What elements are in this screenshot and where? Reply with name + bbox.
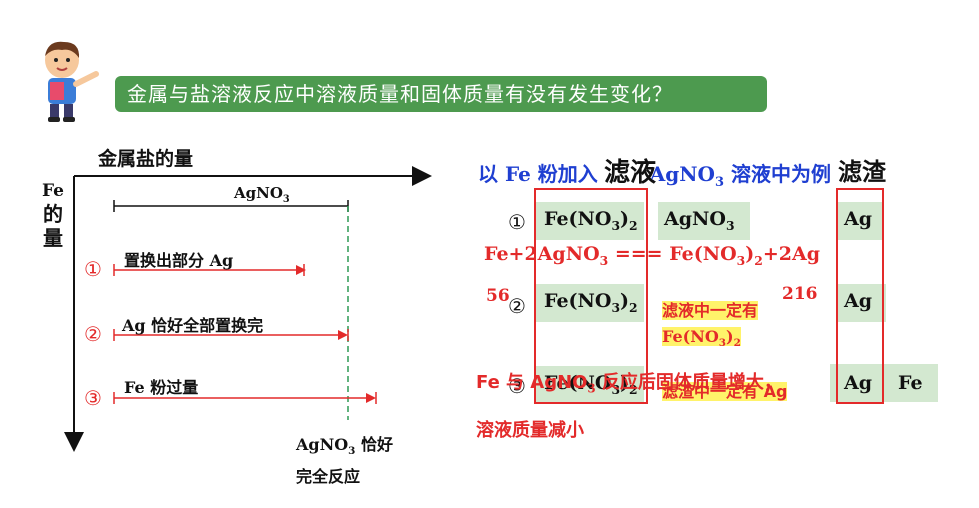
row2-number: ② [508, 294, 526, 318]
complete-reaction-note: AgNO3 恰好 完全反应 [296, 435, 393, 487]
column-header-residue: 滤渣 [838, 158, 886, 186]
y-axis-label: Fe 的 量 [42, 181, 64, 250]
row1-residue-cell [838, 202, 882, 240]
row3-filtrate-fe-no3: Fe(NO3)2 [544, 372, 638, 397]
row2-arrow [113, 329, 349, 341]
row2-filtrate-cell [536, 284, 644, 322]
agno3-range-label: AgNO3 [234, 184, 290, 205]
residue-column-box [836, 188, 884, 404]
row2-marker: ② [84, 322, 102, 346]
row3-label: Fe 粉过量 [124, 378, 199, 397]
row3-residue-fe: Fe [898, 372, 923, 394]
mass-56: 56 [486, 286, 510, 306]
row1-marker: ① [84, 257, 102, 281]
x-axis-label: 金属盐的量 [98, 148, 194, 170]
row3-marker: ③ [84, 386, 102, 410]
row3-arrow [113, 392, 377, 404]
residue-note: 滤渣中一定有 Ag [662, 382, 788, 401]
row1-filtrate-fe-no3: Fe(NO3)2 [544, 208, 638, 233]
reaction-equation: Fe+2AgNO3 === Fe(NO3)2+2Ag [484, 243, 821, 268]
row1-filtrate-agno3: AgNO3 [664, 208, 735, 233]
row1-arrow [113, 264, 306, 276]
conclusion-text: Fe 与 AgNO3 反应后固体质量增大， 溶液质量减小 [476, 372, 782, 441]
row1-label: 置换出部分 Ag [124, 251, 234, 270]
row2-label: Ag 恰好全部置换完 [122, 316, 264, 335]
mass-216: 216 [782, 284, 818, 304]
row1-number: ① [508, 210, 526, 234]
row2-filtrate-fe-no3: Fe(NO3)2 [544, 290, 638, 315]
row1-filtrate-cell-2 [658, 202, 750, 240]
question-banner: 金属与盐溶液反应中溶液质量和固体质量有没有发生变化？ [115, 76, 767, 112]
row1-filtrate-cell-1 [536, 202, 644, 240]
row2-residue-ag: Ag [844, 290, 873, 312]
row3-residue-ag: Ag [844, 372, 873, 394]
row3-residue-cell [830, 364, 938, 402]
filtrate-note: 滤液中一定有 Fe(NO3)2 [662, 301, 759, 350]
row2-residue-cell [838, 284, 886, 322]
row3-filtrate-cell [536, 366, 644, 404]
row1-residue-ag: Ag [844, 208, 873, 230]
reaction-diagram [64, 166, 432, 452]
filtrate-column-box [534, 188, 648, 404]
column-header-filtrate: 滤液 [604, 158, 657, 188]
row3-number: ③ [508, 374, 526, 398]
cartoon-boy-icon [45, 41, 99, 122]
